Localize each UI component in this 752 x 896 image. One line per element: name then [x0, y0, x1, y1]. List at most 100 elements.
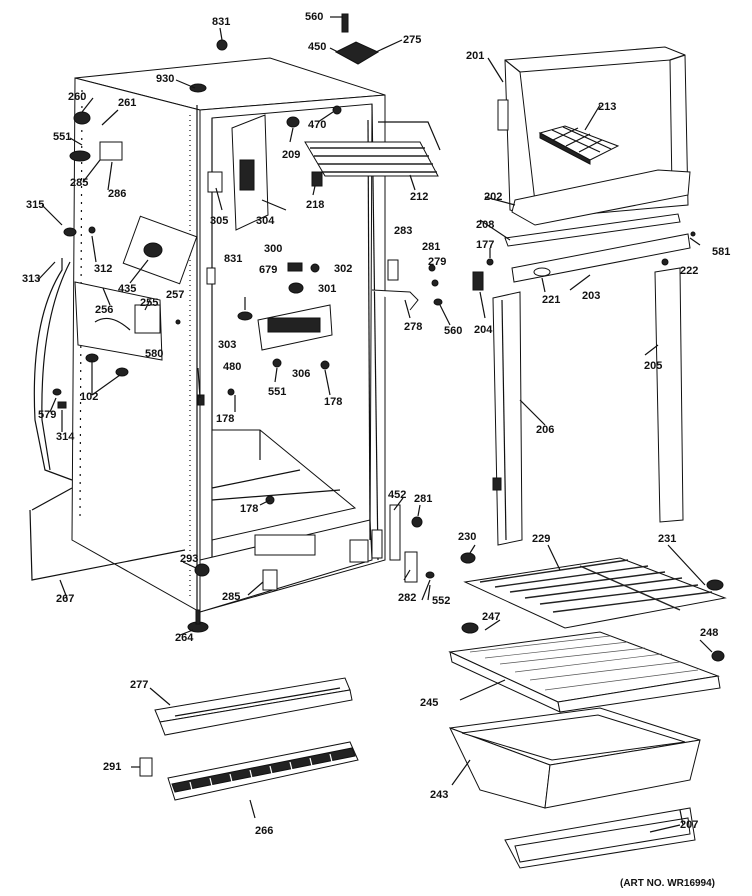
art-number: (ART NO. WR16994)	[620, 878, 716, 889]
divider-rail	[504, 213, 696, 283]
part-label: 204	[474, 324, 493, 336]
cabinet	[71, 57, 386, 613]
part-label: 315	[26, 199, 44, 211]
crisper-cover-245	[448, 631, 721, 713]
part-label: 212	[410, 191, 428, 203]
part-label: 291	[103, 761, 121, 773]
part-label: 435	[118, 283, 136, 295]
grille-266	[139, 741, 359, 801]
part-label: 278	[404, 321, 422, 333]
kick-strip-277	[154, 677, 353, 736]
part-label: 302	[334, 263, 352, 275]
part-label: 245	[420, 697, 438, 709]
part-label: 222	[680, 265, 698, 277]
part-label: 178	[216, 413, 234, 425]
part-label: 306	[292, 368, 310, 380]
part-label: 831	[212, 16, 230, 28]
part-label: 229	[532, 533, 550, 545]
freezer-door-liner	[497, 46, 691, 226]
part-label: 281	[422, 241, 440, 253]
part-label: 279	[428, 256, 446, 268]
part-label: 202	[484, 191, 502, 203]
part-label: 560	[305, 11, 323, 23]
part-label: 303	[218, 339, 236, 351]
door-bin-207	[504, 807, 696, 869]
wire-shelf-229	[460, 552, 727, 662]
door-gasket-206	[492, 291, 523, 546]
lower-hinge	[389, 504, 435, 583]
part-label: 203	[582, 290, 600, 302]
part-label: 260	[68, 91, 86, 103]
part-label: 312	[94, 263, 112, 275]
part-label: 285	[70, 177, 88, 189]
crisper-drawer-243	[449, 707, 701, 809]
part-label: 283	[394, 225, 412, 237]
part-label: 285	[222, 591, 240, 603]
part-label: 178	[240, 503, 258, 515]
part-label: 231	[658, 533, 676, 545]
part-label: 277	[130, 679, 148, 691]
part-label: 264	[175, 632, 194, 644]
part-label: 282	[398, 592, 416, 604]
part-label: 207	[680, 819, 698, 831]
thermostat-parts	[74, 215, 198, 377]
part-label: 301	[318, 283, 336, 295]
part-label: 286	[108, 188, 126, 200]
part-label: 580	[145, 348, 163, 360]
part-label: 470	[308, 119, 326, 131]
part-label: 248	[700, 627, 718, 639]
part-label: 313	[22, 273, 40, 285]
part-label: 221	[542, 294, 560, 306]
part-label: 579	[38, 409, 56, 421]
control-panel	[207, 114, 269, 231]
part-label: 275	[403, 34, 421, 46]
part-label: 930	[156, 73, 174, 85]
part-label: 560	[444, 325, 462, 337]
part-label: 551	[53, 131, 71, 143]
part-label: 218	[306, 199, 324, 211]
part-label: 178	[324, 396, 342, 408]
part-label: 201	[466, 50, 484, 62]
part-label: 256	[95, 304, 113, 316]
part-label: 255	[140, 297, 158, 309]
freezer-shelf	[304, 121, 441, 177]
part-label: 452	[388, 489, 406, 501]
part-label: 243	[430, 789, 448, 801]
part-label: 209	[282, 149, 300, 161]
part-label: 177	[476, 239, 494, 251]
part-label: 206	[536, 424, 554, 436]
part-label: 304	[256, 215, 275, 227]
part-label: 480	[223, 361, 241, 373]
door-trim-205	[654, 267, 684, 523]
part-label: 102	[80, 391, 98, 403]
upper-hinge-parts	[33, 111, 123, 481]
part-labels: 831 560 450 275 930 201 260 261 551 285 286 315 312 3…	[22, 11, 730, 837]
part-label: 257	[166, 289, 184, 301]
part-label: 314	[56, 431, 75, 443]
leader-lines	[37, 16, 713, 833]
ice-tray	[538, 125, 620, 165]
damper-assembly	[237, 262, 333, 351]
part-label: 208	[476, 219, 494, 231]
part-label: 679	[259, 264, 277, 276]
part-label: 551	[268, 386, 286, 398]
part-label: 247	[482, 611, 500, 623]
part-label: 230	[458, 531, 476, 543]
part-label: 205	[644, 360, 662, 372]
part-label: 261	[118, 97, 136, 109]
part-label: 581	[712, 246, 730, 258]
bottom-left-parts	[29, 487, 278, 633]
part-label: 266	[255, 825, 273, 837]
fasteners	[52, 267, 330, 505]
part-label: 267	[56, 593, 74, 605]
part-label: 831	[224, 253, 242, 265]
part-label: 305	[210, 215, 228, 227]
part-label: 281	[414, 493, 432, 505]
part-label: 552	[432, 595, 450, 607]
part-label: 450	[308, 41, 326, 53]
part-label: 300	[264, 243, 282, 255]
part-label: 213	[598, 101, 616, 113]
part-label: 293	[180, 553, 198, 565]
